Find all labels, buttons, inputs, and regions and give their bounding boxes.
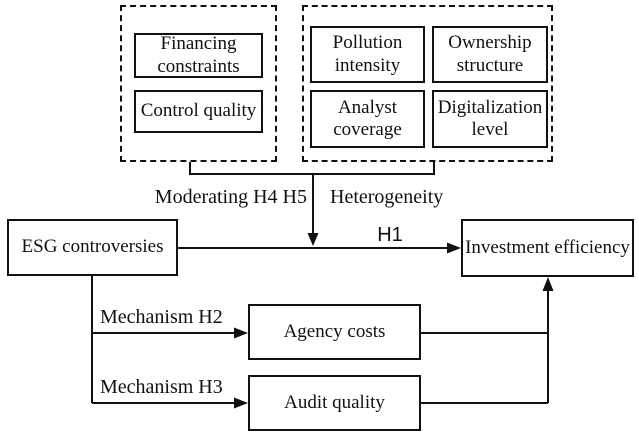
mechanism-h2-arrowhead-right xyxy=(234,327,248,339)
node-label: Financing constraints xyxy=(157,33,240,77)
node-digitalization-level: Digitalization level xyxy=(432,90,548,148)
node-label: Ownership structure xyxy=(448,32,532,76)
node-investment-efficiency: Investment efficiency xyxy=(461,219,634,277)
node-label: Digitalization level xyxy=(437,96,543,140)
mechanism-h3-arrowhead-right xyxy=(234,397,248,409)
node-label: Audit quality xyxy=(284,391,385,413)
moderating-arrowhead-down xyxy=(307,233,319,246)
node-label: Agency costs xyxy=(283,320,386,342)
edge-label-h1: H1 xyxy=(377,224,403,246)
node-control-quality: Control quality xyxy=(134,90,263,133)
node-audit-quality: Audit quality xyxy=(248,375,421,431)
h1-arrowhead-right xyxy=(447,242,461,254)
moderators-group-box xyxy=(120,5,277,162)
heterogeneity-group-box xyxy=(302,5,553,162)
node-label: Control quality xyxy=(140,100,257,122)
edge-label-heterogeneity: Heterogeneity xyxy=(330,186,444,208)
edge-label-mechanism-h2: Mechanism H2 xyxy=(100,306,223,328)
node-esg-controversies: ESG controversies xyxy=(7,219,178,276)
node-financing-constraints: Financing constraints xyxy=(134,33,263,78)
outcome-arrowhead-up xyxy=(542,277,554,291)
node-label: Investment efficiency xyxy=(465,236,630,258)
edge-label-mechanism-h3: Mechanism H3 xyxy=(100,376,223,398)
node-analyst-coverage: Analyst coverage xyxy=(310,90,425,148)
node-label: Pollution intensity xyxy=(332,32,403,76)
node-pollution-intensity: Pollution intensity xyxy=(310,26,425,83)
node-agency-costs: Agency costs xyxy=(248,304,421,360)
edge-label-moderating-h4-h5: Moderating H4 H5 xyxy=(154,186,307,208)
node-ownership-structure: Ownership structure xyxy=(432,26,548,83)
node-label: ESG controversies xyxy=(21,236,164,258)
group-bracket-line xyxy=(189,162,435,175)
node-label: Analyst coverage xyxy=(333,96,402,140)
